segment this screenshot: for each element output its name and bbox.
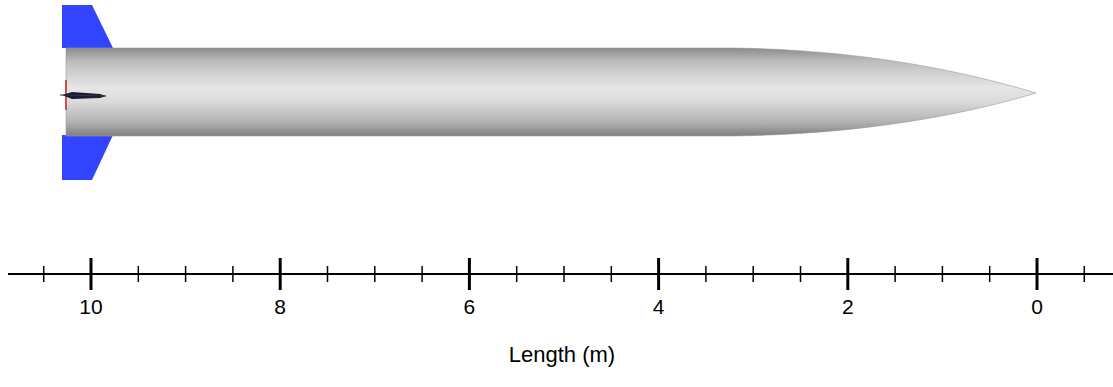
nozzle-axis: [60, 95, 106, 96]
minor-tick: [989, 266, 991, 282]
axis-tick-label: 0: [1031, 296, 1043, 317]
minor-tick: [516, 266, 518, 282]
minor-tick: [232, 266, 234, 282]
minor-tick: [563, 266, 565, 282]
major-tick: [90, 258, 93, 290]
axis-tick-label: 4: [653, 296, 665, 317]
axis-tick-label: 2: [842, 296, 854, 317]
axis-tick-label: 8: [274, 296, 286, 317]
major-tick: [279, 258, 282, 290]
minor-tick: [611, 266, 613, 282]
minor-tick: [185, 266, 187, 282]
scale-axis: [8, 273, 1113, 275]
minor-tick: [327, 266, 329, 282]
major-tick: [846, 258, 849, 290]
axis-tick-label: 6: [464, 296, 476, 317]
minor-tick: [894, 266, 896, 282]
major-tick: [1036, 258, 1039, 290]
minor-tick: [1084, 266, 1086, 282]
major-tick: [468, 258, 471, 290]
minor-tick: [800, 266, 802, 282]
axis-title: Length (m): [509, 344, 615, 366]
rocket-body: [66, 48, 1036, 136]
upper-fin: [62, 5, 113, 48]
minor-tick: [705, 266, 707, 282]
minor-tick: [43, 266, 45, 282]
minor-tick: [374, 266, 376, 282]
lower-fin: [62, 135, 113, 180]
minor-tick: [138, 266, 140, 282]
minor-tick: [752, 266, 754, 282]
scale-ticks: [44, 258, 1085, 290]
major-tick: [657, 258, 660, 290]
axis-tick-label: 10: [79, 296, 102, 317]
minor-tick: [942, 266, 944, 282]
minor-tick: [421, 266, 423, 282]
